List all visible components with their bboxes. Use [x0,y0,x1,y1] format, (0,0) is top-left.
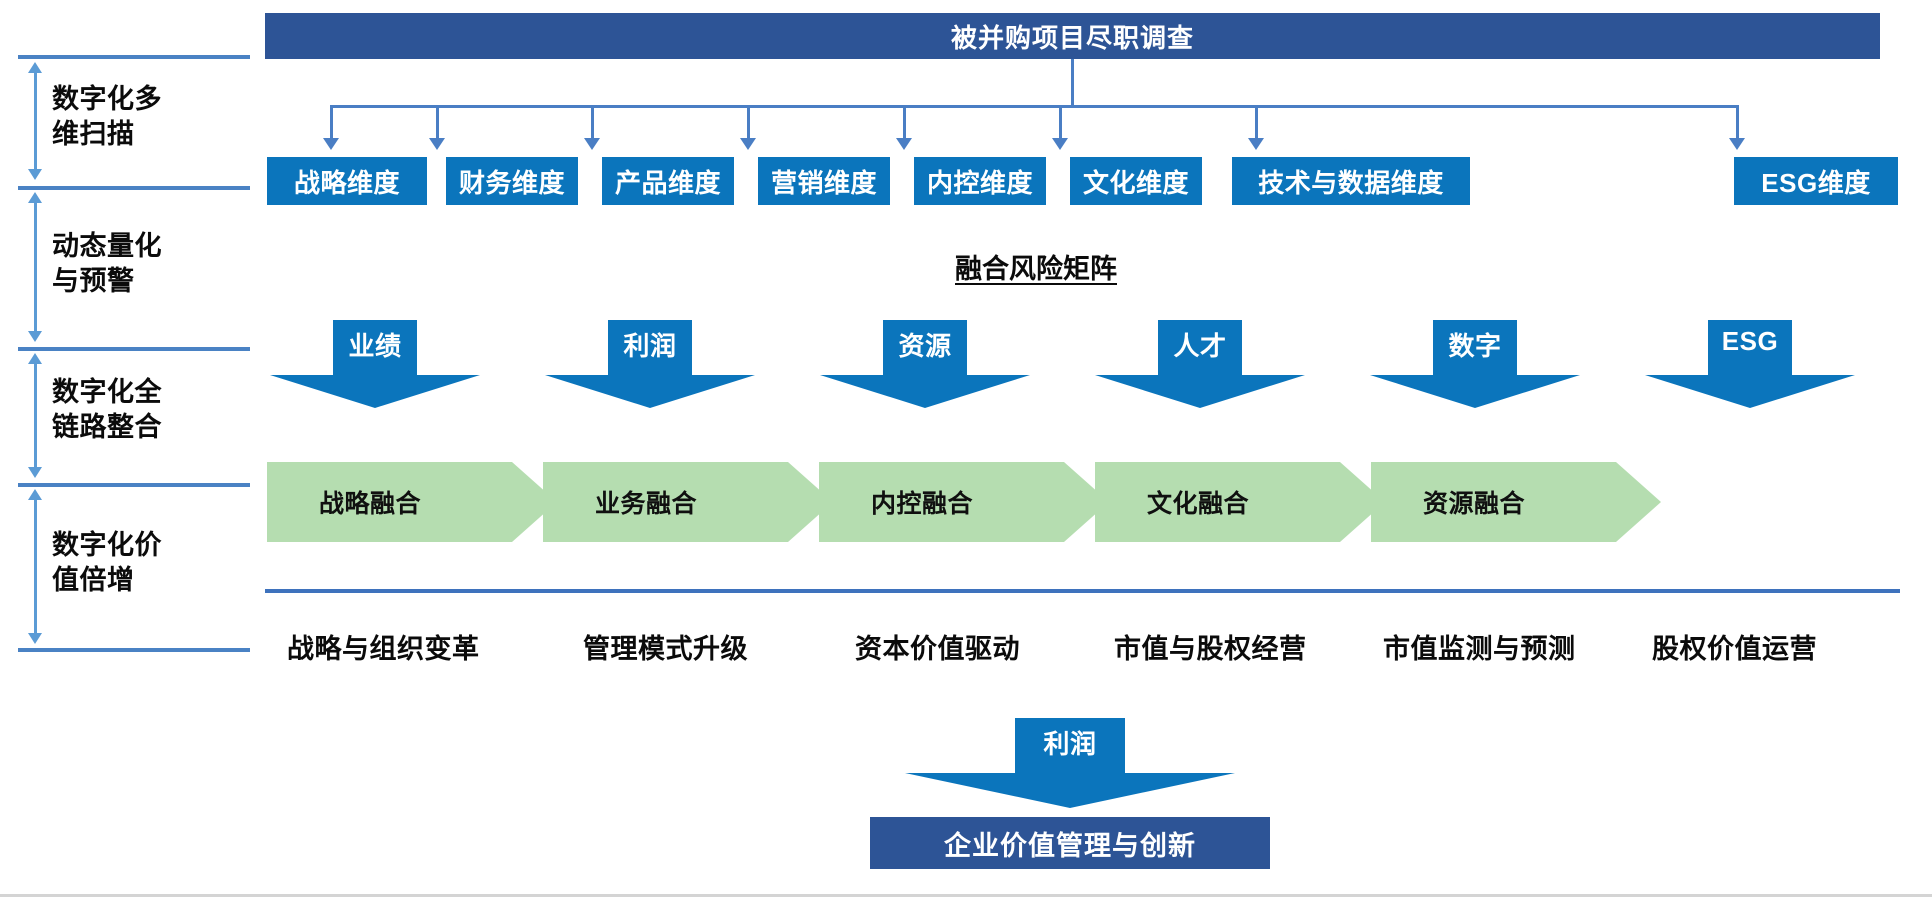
stage-label-2-line1: 动态量化 [52,231,162,261]
down-arrow-icon [1095,320,1305,408]
arrow-down-icon [28,467,42,478]
stage-range-arrow-3 [26,353,44,478]
integration-label: 战略融合 [319,490,422,518]
value-outcome-5: 市值监测与预测 [1383,634,1576,664]
risk-arrow-resources[interactable]: 资源 [820,320,1030,408]
connector-drop-7 [1255,105,1258,140]
connector-arrow-icon-5 [896,138,912,150]
stage-range-arrow-2 [26,192,44,342]
down-arrow-icon [1645,320,1855,408]
integration-chevron-strategy[interactable]: 战略融合 [267,462,557,542]
value-outcome-4: 市值与股权经营 [1114,634,1307,664]
connector-drop-1 [330,105,333,140]
arrow-shaft [34,362,37,469]
value-outcome-2: 管理模式升级 [583,634,748,664]
stage-label-2-line2: 与预警 [52,265,135,296]
dimension-box-product[interactable]: 产品维度 [602,157,734,205]
stage-label-3: 数字化全 链路整合 [52,375,232,444]
rail-divider-4 [18,483,250,487]
arrow-up-icon [28,489,42,500]
risk-arrow-profit[interactable]: 利润 [545,320,755,408]
chevron-right-icon [267,462,557,542]
chevron-right-icon [1095,462,1385,542]
final-profit-arrow[interactable]: 利润 [905,718,1235,808]
final-outcome-box[interactable]: 企业价值管理与创新 [870,817,1270,869]
risk-arrow-digital[interactable]: 数字 [1370,320,1580,408]
integration-chevron-culture[interactable]: 文化融合 [1095,462,1385,542]
dimension-box-finance[interactable]: 财务维度 [446,157,578,205]
integration-label: 内控融合 [871,490,974,518]
risk-arrow-talent[interactable]: 人才 [1095,320,1305,408]
arrow-up-icon [28,353,42,364]
arrow-shaft [34,71,37,171]
down-arrow-icon [820,320,1030,408]
chevron-right-icon [819,462,1109,542]
arrow-down-icon [28,169,42,180]
matrix-title: 融合风险矩阵 [955,254,1117,284]
stage-range-arrow-4 [26,489,44,644]
dimension-box-culture[interactable]: 文化维度 [1070,157,1202,205]
stage-label-4-line1: 数字化价 [52,530,162,560]
stage-label-3-line1: 数字化全 [52,377,162,407]
dimension-box-strategy[interactable]: 战略维度 [267,157,427,205]
value-outcome-3: 资本价值驱动 [855,634,1020,664]
risk-arrow-esg[interactable]: ESG [1645,320,1855,408]
down-arrow-icon [545,320,755,408]
risk-arrow-performance[interactable]: 业绩 [270,320,480,408]
connector-drop-6 [1059,105,1062,140]
dimension-box-esg[interactable]: ESG维度 [1734,157,1898,205]
arrow-down-icon [28,331,42,342]
connector-drop-3 [591,105,594,140]
stage-label-1: 数字化多 维扫描 [52,82,232,151]
connector-trunk [1071,59,1074,107]
chevron-right-icon [1371,462,1661,542]
connector-drop-4 [747,105,750,140]
connector-arrow-icon-6 [1052,138,1068,150]
integration-label: 资源融合 [1423,490,1526,518]
stage-label-3-line2: 链路整合 [52,411,162,442]
down-arrow-icon [905,718,1235,808]
connector-drop-8 [1736,105,1739,140]
page-bottom-rule [0,894,1932,897]
rail-divider-3 [18,347,250,351]
stage-label-4: 数字化价 值倍增 [52,528,232,597]
rail-divider-1 [18,55,250,59]
down-arrow-icon [1370,320,1580,408]
connector-arrow-icon-4 [740,138,756,150]
arrow-shaft [34,498,37,635]
stage-range-arrow-1 [26,62,44,180]
stage-label-1-line2: 维扫描 [52,118,135,149]
rail-divider-2 [18,186,250,190]
integration-chevron-internal-control[interactable]: 内控融合 [819,462,1109,542]
chevron-right-icon [543,462,833,542]
integration-label: 业务融合 [595,490,698,518]
arrow-down-icon [28,633,42,644]
integration-chevron-resources[interactable]: 资源融合 [1371,462,1661,542]
down-arrow-icon [270,320,480,408]
connector-drop-2 [436,105,439,140]
arrow-up-icon [28,62,42,73]
dimension-box-tech-data[interactable]: 技术与数据维度 [1232,157,1470,205]
diagram-title-bar: 被并购项目尽职调查 [265,13,1880,59]
connector-bus [330,105,1738,108]
dimension-box-internal-control[interactable]: 内控维度 [914,157,1046,205]
value-outcome-1: 战略与组织变革 [287,634,480,664]
stage-label-1-line1: 数字化多 [52,84,162,114]
connector-arrow-icon-1 [323,138,339,150]
value-outcome-6: 股权价值运营 [1652,634,1817,664]
connector-drop-5 [903,105,906,140]
section-divider [265,589,1900,593]
arrow-shaft [34,201,37,333]
integration-chevron-business[interactable]: 业务融合 [543,462,833,542]
connector-arrow-icon-8 [1729,138,1745,150]
integration-label: 文化融合 [1147,490,1250,518]
stage-label-2: 动态量化 与预警 [52,229,232,298]
dimension-box-marketing[interactable]: 营销维度 [758,157,890,205]
rail-divider-5 [18,648,250,652]
arrow-up-icon [28,192,42,203]
connector-arrow-icon-3 [584,138,600,150]
stage-label-4-line2: 值倍增 [52,564,135,595]
connector-arrow-icon-2 [429,138,445,150]
connector-arrow-icon-7 [1248,138,1264,150]
